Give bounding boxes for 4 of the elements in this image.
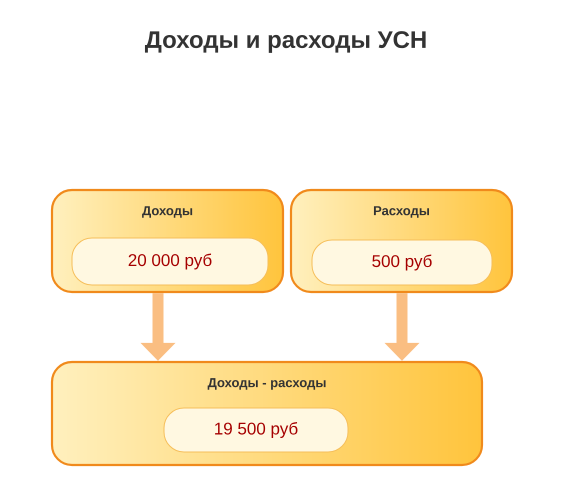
title: Доходы и расходы УСН: [144, 31, 426, 53]
value-box: 500 руб: [312, 240, 492, 286]
value-box: 20 000 руб: [72, 237, 268, 286]
value-box: 19 500 руб: [164, 407, 348, 452]
